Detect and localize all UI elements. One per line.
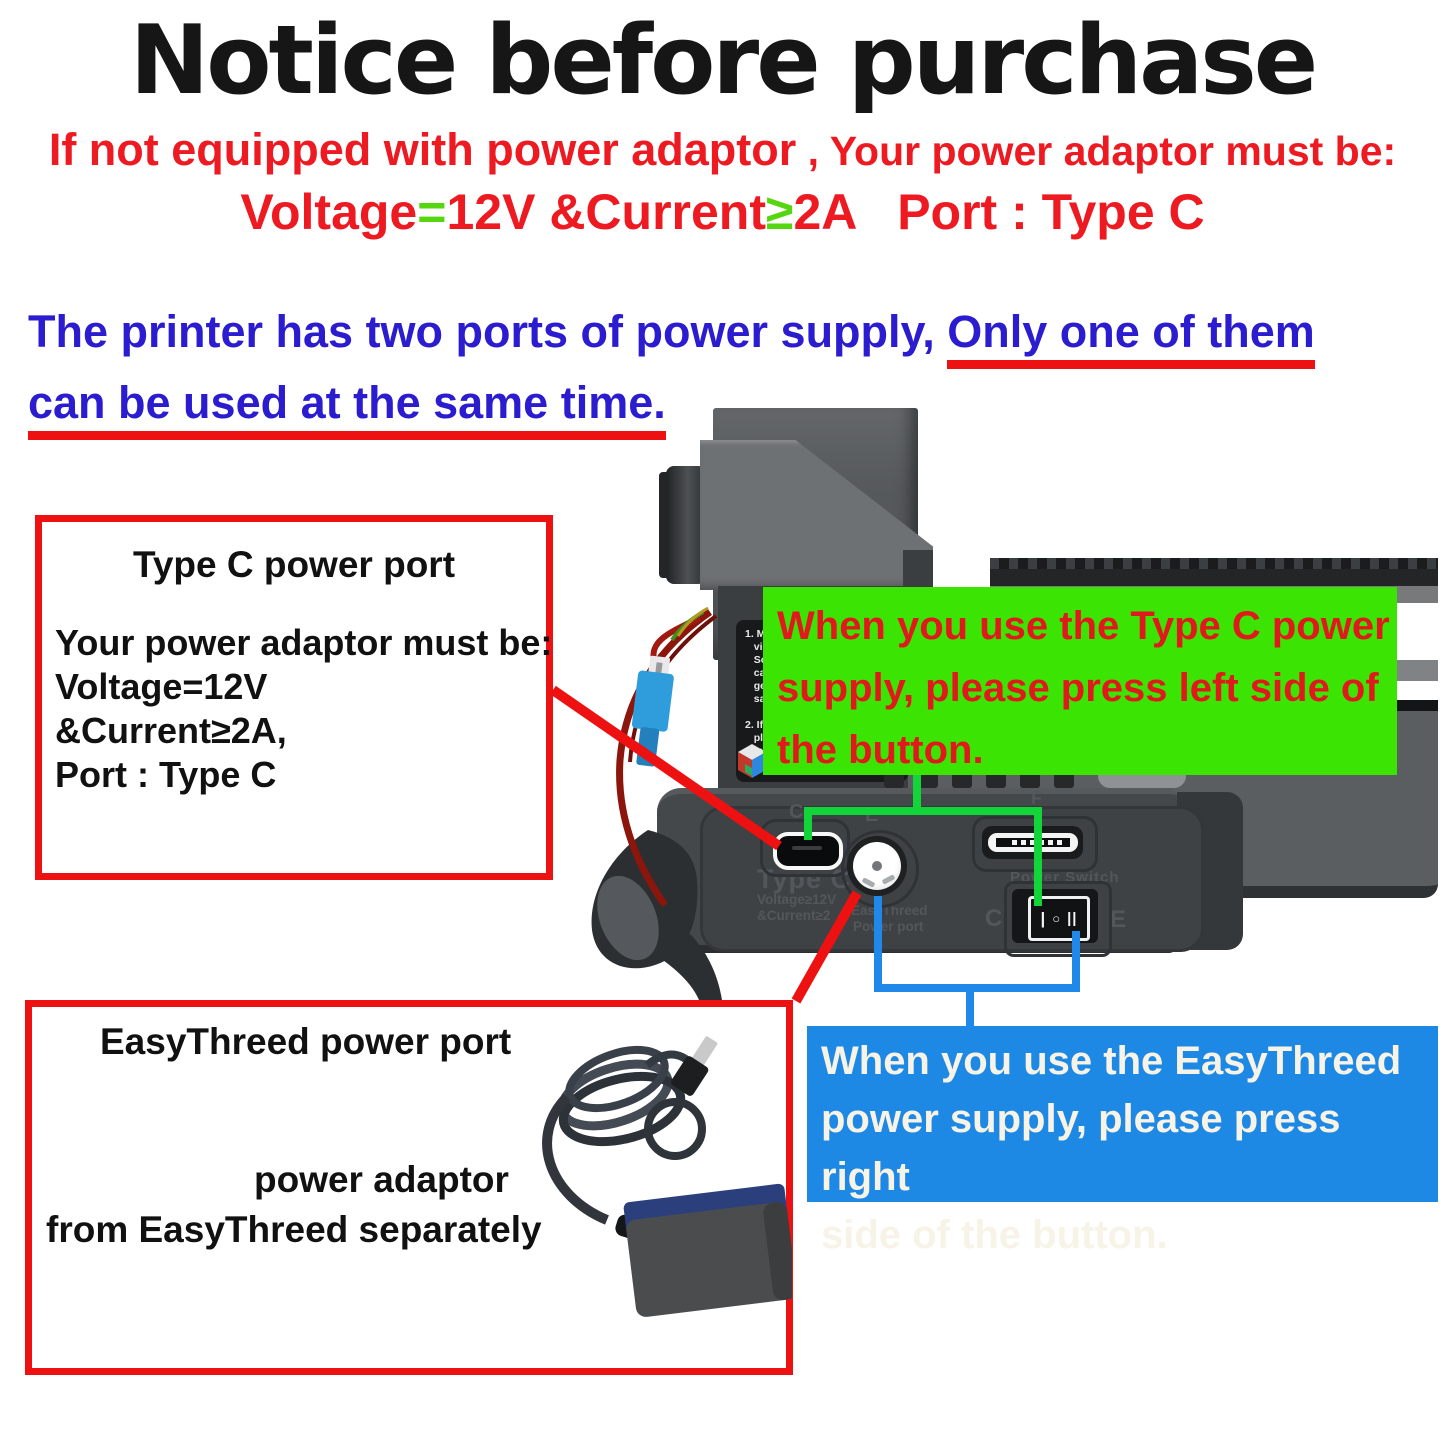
voltage-value: 12V xyxy=(446,184,550,240)
easythreed-callout-box: EasyThreed power port power adaptor from… xyxy=(25,1000,793,1375)
type-c-port xyxy=(773,832,843,870)
easythreed-box-heading: EasyThreed power port xyxy=(100,1021,512,1062)
blue-note: When you use the EasyThreed power supply… xyxy=(807,1026,1438,1257)
green-note-line-2: supply, please press left side of xyxy=(777,666,1379,710)
power-switch-rocker: | ○ || xyxy=(1028,896,1090,941)
connector-pin xyxy=(654,662,663,677)
bed-rail-teeth xyxy=(990,558,1438,569)
engraved-current-spec: &Current≥2 xyxy=(757,908,831,923)
engraved-voltage-spec: Voltage≥12V xyxy=(757,892,837,907)
voltage-label: Voltage xyxy=(240,184,418,240)
blue-note-line-3: side of the button. xyxy=(821,1213,1168,1257)
power-adaptor-photo xyxy=(542,1036,792,1317)
intro-line1-normal: The printer has two ports of power suppl… xyxy=(28,306,948,357)
print-bed-top-rail xyxy=(990,558,1438,586)
barrel-plug xyxy=(671,1036,718,1096)
green-note-line-3: the button. xyxy=(777,728,984,772)
cable-ring xyxy=(644,1098,706,1160)
warning-line-1-part2: Your power adaptor must be: xyxy=(829,128,1397,174)
adaptor-cable-coil xyxy=(542,1045,706,1225)
type-c-box-line-4: Port : Type C xyxy=(55,754,277,795)
type-c-box-line-2: Voltage=12V xyxy=(55,666,268,707)
type-c-box-line-1: Your power adaptor must be: xyxy=(55,622,553,663)
type-c-box-line-3: &Current≥2A, xyxy=(55,710,287,751)
cable-down xyxy=(542,1093,609,1225)
type-c-callout-box: Type C power port Your power adaptor mus… xyxy=(35,515,553,880)
intro-line2-underlined: can be used at the same time. xyxy=(28,377,666,440)
engraved-letter-f-top: F xyxy=(1031,788,1042,808)
blue-connector xyxy=(631,655,674,767)
adaptor-body xyxy=(615,1183,792,1317)
warning-line-1-part1: If not equipped with power adaptor xyxy=(48,124,797,175)
geq-sign: ≥ xyxy=(766,184,794,240)
adaptor-case-shadow xyxy=(763,1202,792,1301)
connector-body xyxy=(631,670,674,732)
green-note-line-1: When you use the Type C power xyxy=(777,604,1390,648)
adaptor-case xyxy=(626,1202,792,1317)
blue-note-line-2: power supply, please press right xyxy=(821,1097,1341,1199)
side-knob xyxy=(666,466,706,584)
current-value: 2A xyxy=(793,184,856,240)
red-wire-strand xyxy=(628,614,718,763)
engraved-power-port-label: Power port xyxy=(853,919,924,934)
equals-sign: = xyxy=(417,184,447,240)
connector-stem xyxy=(636,727,660,767)
engraved-letter-c-top: C xyxy=(789,801,804,823)
intro-line-2: can be used at the same time. xyxy=(28,367,1428,440)
type-c-port-contacts xyxy=(792,846,822,850)
engraved-letter-e-switch: E xyxy=(1110,906,1127,933)
switch-glyph-middle: ○ xyxy=(1052,911,1061,926)
adaptor-caption-line-1: power adaptor xyxy=(254,1159,509,1200)
plug-tip xyxy=(691,1036,718,1066)
bracket-notch xyxy=(903,550,933,590)
intro-paragraph: The printer has two ports of power suppl… xyxy=(28,296,1428,440)
sd-slot-pins xyxy=(1012,840,1066,845)
current-label: &Current xyxy=(549,184,766,240)
intro-line-1: The printer has two ports of power suppl… xyxy=(28,296,1428,369)
port-spec: Port : Type C xyxy=(897,184,1205,240)
plug-body xyxy=(671,1056,709,1096)
barrel-port-pin xyxy=(872,861,882,871)
red-wire-short xyxy=(650,615,702,661)
switch-glyph-right: || xyxy=(1067,910,1078,927)
adaptor-caption-line-2: from EasyThreed separately xyxy=(46,1209,542,1250)
green-wire xyxy=(670,610,705,642)
warning-line-1-sep: , xyxy=(796,128,830,174)
blue-note-line-1: When you use the EasyThreed xyxy=(821,1039,1402,1083)
coil-loop xyxy=(565,1045,669,1113)
intro-line1-underlined: Only one of them xyxy=(947,306,1315,369)
engraved-letter-e-top: E xyxy=(865,804,879,826)
yellow-wire xyxy=(676,606,709,637)
page-title: Notice before purchase xyxy=(129,6,1318,116)
spec-gap xyxy=(856,184,898,240)
warning-line-1: If not equipped with power adaptor , You… xyxy=(0,124,1445,176)
warning-line-2: Voltage=12V &Current≥2A Port : Type C xyxy=(0,183,1445,241)
green-note: When you use the Type C power supply, pl… xyxy=(763,587,1397,775)
engraved-letter-c-switch: C xyxy=(985,905,1003,932)
switch-glyph-left: | xyxy=(1040,908,1046,928)
coil-loop xyxy=(558,1071,686,1147)
connector-clip xyxy=(648,655,671,676)
type-c-box-heading: Type C power port xyxy=(132,544,456,585)
